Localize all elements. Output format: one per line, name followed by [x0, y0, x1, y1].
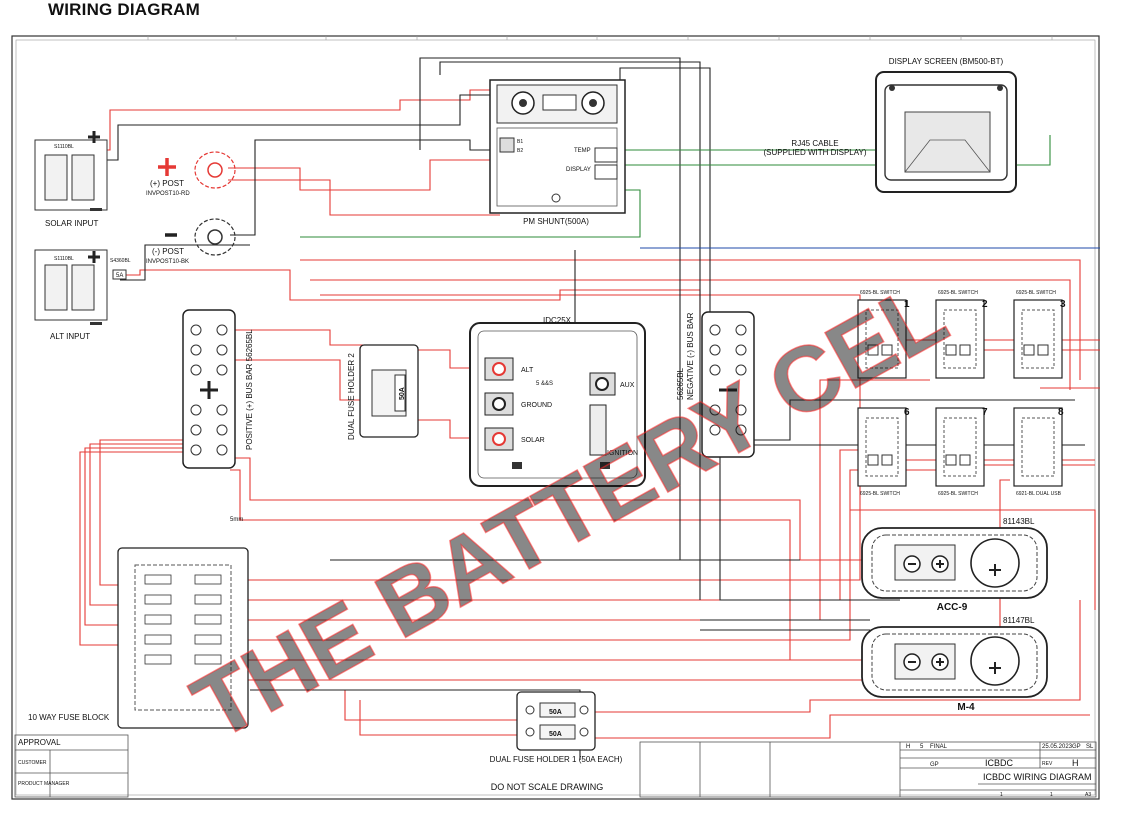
- switch-6-number: 6: [904, 407, 910, 418]
- display-screen: [875, 71, 1017, 193]
- pm-shunt-label: PM SHUNT(500A): [523, 217, 589, 226]
- switch-1-label: 6925-BL SWITCH: [860, 290, 900, 296]
- positive-post-label: (+) POST: [150, 179, 184, 188]
- negative-post-label: (-) POST: [152, 247, 184, 256]
- m-4-label: M-4: [957, 702, 975, 713]
- drawing-title-label: ICBDC WIRING DIAGRAM: [983, 772, 1092, 782]
- switch-8-number: 8: [1058, 407, 1064, 418]
- alt-input-connector: [34, 249, 127, 325]
- rj45-cable-label: RJ45 CABLE: [791, 139, 838, 148]
- solar-input-connector: [34, 131, 108, 211]
- m-4-socket: [861, 626, 1048, 698]
- switch-7: [935, 407, 985, 487]
- ten-way-fuse-block: [117, 547, 249, 729]
- do-not-scale-label: DO NOT SCALE DRAWING: [491, 782, 604, 792]
- idc-title: IDC25X: [543, 316, 572, 325]
- dual-fuse-holder-1: [516, 691, 596, 751]
- display-screen-label: DISPLAY SCREEN (BM500-BT): [889, 57, 1004, 66]
- idc-alt-label: ALT: [521, 367, 534, 374]
- drawing-inner-border: [15, 39, 1096, 796]
- fuse-2-50a-label: 50A: [399, 387, 406, 400]
- switch-3-number: 3: [1060, 299, 1066, 310]
- shunt-display-label: DISPLAY: [566, 167, 591, 173]
- acc-9-part-label: 81143BL: [1003, 517, 1035, 526]
- idc-solar-label: SOLAR: [521, 437, 545, 444]
- negative-post-part: INVPOST10-BK: [146, 259, 189, 265]
- fuse-5a-label: 5A: [116, 273, 123, 279]
- acc-9-socket: [861, 527, 1048, 599]
- positive-post-part: INVPOST10-RD: [146, 191, 190, 197]
- idc25x-charger: [469, 322, 646, 487]
- file-label: ICBDC: [985, 758, 1014, 768]
- frame-ticks: [147, 36, 1053, 40]
- final-label: FINAL: [930, 744, 948, 750]
- solar-input-label: SOLAR INPUT: [45, 219, 98, 228]
- switch-8-label: 6921-BL DUAL USB: [1016, 491, 1062, 497]
- approval-label: APPROVAL: [18, 738, 61, 747]
- switch-1-number: 1: [904, 299, 910, 310]
- negative-post: [165, 218, 236, 256]
- fuse-block-label: 10 WAY FUSE BLOCK: [28, 713, 110, 722]
- page-title: WIRING DIAGRAM: [48, 0, 201, 19]
- switch-7-label: 6925-BL SWITCH: [938, 491, 978, 497]
- switch-6-label: 6925-BL SWITCH: [860, 491, 900, 497]
- sheet-of-label: 1: [1050, 792, 1053, 798]
- dual-fuse-2-label: DUAL FUSE HOLDER 2: [347, 353, 356, 440]
- product-manager-label: PRODUCT MANAGER: [18, 781, 70, 787]
- switch-8-dual-usb: [1013, 407, 1063, 487]
- fuse-1a-50a-label: 50A: [549, 709, 562, 716]
- positive-bus-bar-label: POSITIVE (+) BUS BAR 56265BL: [245, 329, 254, 450]
- alt-part-label: S1110BL: [54, 256, 74, 262]
- negative-bus-bar-part: 56265BL: [676, 367, 685, 400]
- sl-label: SL: [1086, 744, 1094, 750]
- customer-label: CUSTOMER: [18, 760, 47, 766]
- shunt-temp-label: TEMP: [574, 148, 591, 154]
- acc-9-label: ACC-9: [937, 602, 968, 613]
- positive-post: [158, 151, 236, 189]
- size-label: A3: [1085, 792, 1091, 798]
- switch-2-number: 2: [982, 299, 988, 310]
- m-4-part-label: 81147BL: [1003, 616, 1035, 625]
- engineer-label: GP: [930, 762, 939, 768]
- fuse-1b-50a-label: 50A: [549, 731, 562, 738]
- alt-input-label: ALT INPUT: [50, 332, 90, 341]
- title-block: [639, 741, 1097, 798]
- wire-note-label: 5mm: [230, 517, 243, 523]
- approval-block: [14, 734, 129, 798]
- switch-2-label: 6925-BL SWITCH: [938, 290, 978, 296]
- switch-7-number: 7: [982, 407, 988, 418]
- dual-fuse-holder-2: [359, 344, 419, 438]
- initials-label: GP: [1072, 744, 1081, 750]
- shunt-b2-label: B2: [517, 148, 523, 154]
- idc-mid-label: 5 &&S: [536, 381, 553, 387]
- idc-ground-label: GROUND: [521, 402, 552, 409]
- sheet-label: 1: [1000, 792, 1003, 798]
- date-label: 25.05.2023: [1042, 744, 1073, 750]
- positive-bus-bar: [182, 309, 236, 469]
- drawing-border: [11, 35, 1100, 800]
- rev-value: H: [1072, 758, 1079, 768]
- negative-bus-bar: [701, 311, 755, 458]
- switch-3-label: 6925-BL SWITCH: [1016, 290, 1056, 296]
- rj45-note-label: (SUPPLIED WITH DISPLAY): [764, 148, 867, 157]
- switch-1: [857, 299, 907, 379]
- shunt-b1-label: B1: [517, 139, 523, 145]
- solar-part-label: S1110BL: [54, 144, 74, 150]
- negative-bus-bar-label: NEGATIVE (-) BUS BAR: [686, 312, 695, 400]
- pm-shunt: [489, 79, 626, 214]
- switch-3: [1013, 299, 1063, 379]
- rev-h-label: H: [906, 744, 910, 750]
- idc-aux-label: AUX: [620, 382, 635, 389]
- rev-label: REV: [1042, 761, 1053, 767]
- fuse-part-label: S4360BL: [110, 258, 131, 264]
- dual-fuse-1-label: DUAL FUSE HOLDER 1 (50A EACH): [490, 755, 623, 764]
- rev-5-label: 5: [920, 744, 924, 750]
- idc-ignition-label: IGNITION: [607, 450, 638, 457]
- switch-2: [935, 299, 985, 379]
- switch-6: [857, 407, 907, 487]
